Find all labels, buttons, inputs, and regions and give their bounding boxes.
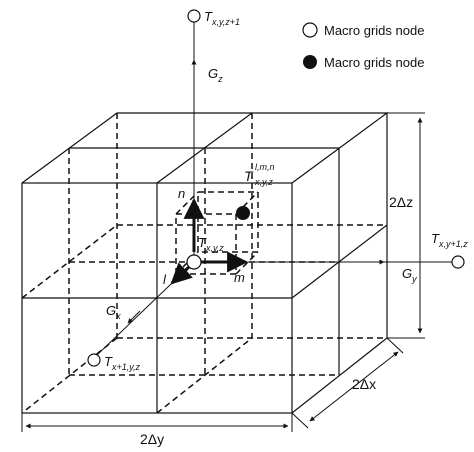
label-dy: 2Δy bbox=[140, 431, 164, 447]
node-left-open bbox=[87, 353, 101, 367]
legend-open-node-icon bbox=[302, 22, 318, 38]
legend-filled-node-icon bbox=[303, 55, 317, 69]
label-micro-node: T l,m,n x,y,z bbox=[244, 162, 275, 187]
label-dx: 2Δx bbox=[352, 376, 376, 392]
legend-filled-node-label: Macro grids node bbox=[324, 55, 424, 70]
node-top-open bbox=[187, 9, 201, 23]
svg-text:l,m,n: l,m,n bbox=[255, 162, 275, 172]
dimension-lines bbox=[21, 112, 425, 432]
node-center-open bbox=[186, 254, 202, 270]
svg-text:T: T bbox=[244, 168, 254, 184]
label-right-node: Tx,y+1,z bbox=[431, 231, 468, 249]
label-left-node: Tx+1,y,z bbox=[104, 354, 141, 372]
gx-axis bbox=[96, 261, 195, 356]
label-gx: Gx bbox=[106, 303, 121, 321]
label-center-node: Tx,y,z bbox=[198, 235, 224, 253]
label-l: l bbox=[163, 272, 167, 287]
node-right-open bbox=[451, 255, 465, 269]
label-gy: Gy bbox=[402, 266, 417, 284]
label-gz: Gz bbox=[208, 66, 223, 84]
legend: Macro grids node Macro grids node bbox=[302, 22, 424, 70]
label-dz: 2Δz bbox=[389, 194, 413, 210]
legend-open-node-label: Macro grids node bbox=[324, 23, 424, 38]
label-n: n bbox=[178, 186, 185, 201]
label-m: m bbox=[234, 270, 245, 285]
label-top-node: Tx,y,z+1 bbox=[204, 9, 240, 27]
svg-text:x,y,z: x,y,z bbox=[254, 177, 273, 187]
node-micro-filled bbox=[236, 206, 250, 220]
